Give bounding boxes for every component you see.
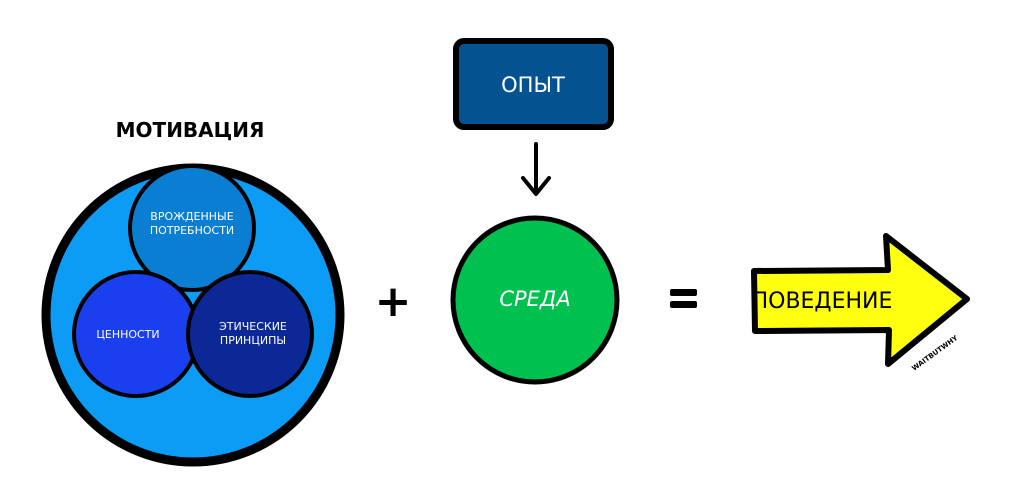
- innate-needs-circle: ВРОЖДЕННЫЕ ПОТРЕБНОСТИ: [128, 164, 256, 292]
- innate-needs-label-line1: ВРОЖДЕННЫЕ: [150, 210, 233, 223]
- environment-shape: [450, 215, 620, 385]
- experience-box: ОПЫТ: [453, 38, 614, 130]
- ethical-principles-circle: ЭТИЧЕСКИЕ ПРИНЦИПЫ: [186, 270, 314, 398]
- plus-sign: +: [375, 276, 412, 327]
- environment-label: СРЕДА: [499, 287, 570, 311]
- behavior-arrow: ПОВЕДЕНИЕ WAITBUTWHY: [751, 233, 970, 373]
- innate-needs-label-line2: ПОТРЕБНОСТИ: [150, 224, 234, 237]
- innate-needs-shape: [128, 164, 256, 292]
- values-circle: ЦЕННОСТИ: [72, 270, 200, 398]
- environment-circle: СРЕДА: [450, 215, 620, 385]
- ethical-principles-label-line1: ЭТИЧЕСКИЕ: [219, 320, 287, 333]
- values-label: ЦЕННОСТИ: [96, 328, 159, 341]
- behavior-arrow-shape: [751, 233, 970, 367]
- motivation-title: МОТИВАЦИЯ: [116, 118, 265, 142]
- ethical-principles-shape: [186, 270, 314, 398]
- motivation-circle: ВРОЖДЕННЫЕ ПОТРЕБНОСТИ ЦЕННОСТИ ЭТИЧЕСКИ…: [41, 163, 345, 467]
- ethical-principles-label-line2: ПРИНЦИПЫ: [220, 334, 286, 347]
- experience-label: ОПЫТ: [501, 73, 565, 97]
- behavior-label: ПОВЕДЕНИЕ: [752, 289, 893, 314]
- equals-sign: [670, 289, 697, 308]
- down-arrow-icon: [521, 142, 551, 196]
- experience-shape: [453, 38, 614, 130]
